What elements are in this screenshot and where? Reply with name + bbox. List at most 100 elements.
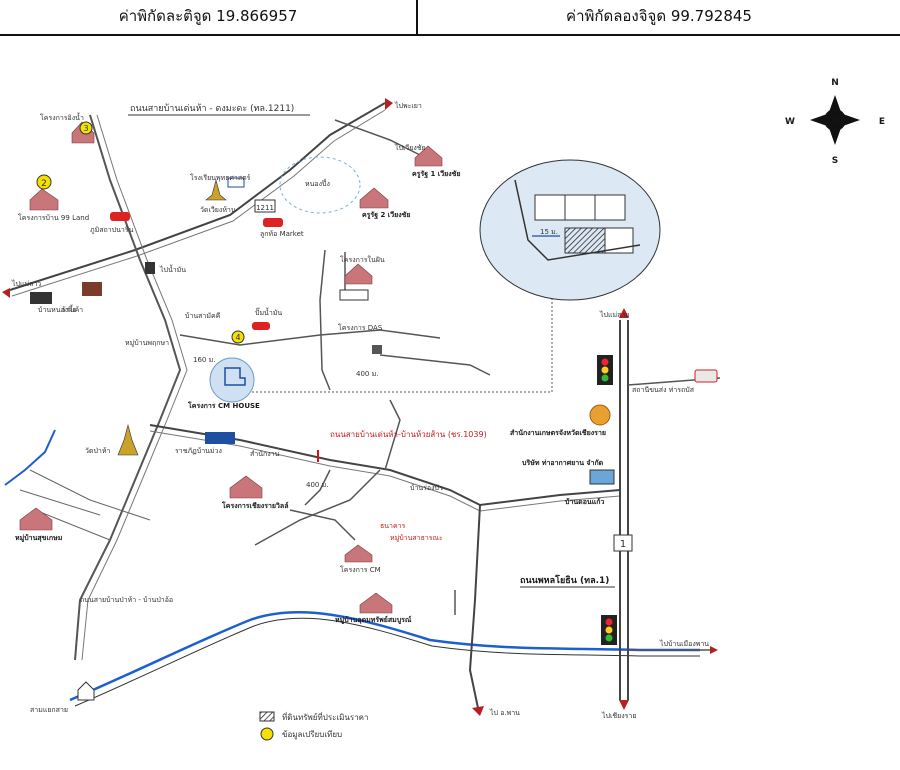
inset-distance: 15 ม.: [540, 228, 558, 236]
river: [69, 610, 700, 702]
fuel-icon: [145, 262, 155, 274]
road-1039-label: ถนนสายบ้านเด่นห้า-บ้านห้วยส้าน (ชร.1039): [330, 430, 487, 439]
car-icon-1: [110, 212, 130, 221]
road-south-phan: [468, 504, 481, 709]
place-p4: ลูกท้อ Market: [260, 230, 304, 238]
road-local-i: [19, 469, 151, 541]
bus-icon: [694, 369, 718, 383]
road-local-e: [254, 469, 381, 546]
road-wiang: [334, 119, 421, 156]
place-p30: สถานีขนส่ง ท่ารถบัส: [632, 386, 695, 394]
road-local-a: [179, 329, 441, 346]
to-wiang-label: ไปเวียงชัย: [394, 143, 426, 152]
landmark-marker-3: [79, 121, 93, 135]
landmark-marker-2: [36, 174, 52, 190]
place-p6: วัดเวียงห้าน: [200, 206, 236, 214]
road-1211: [9, 102, 386, 291]
place-p25: สำนักงานเกษตรจังหวัดเชียงราย: [510, 429, 606, 437]
place-p1: โครงการอิงน้ำ: [40, 111, 84, 122]
place-p31: ธนาคาร: [380, 522, 406, 530]
legend-landmark-swatch: [260, 727, 274, 741]
building-icon: [589, 469, 615, 485]
arrow-east: [710, 646, 718, 654]
road-1211-edge: [11, 109, 386, 297]
agency-seal-icon: [589, 404, 611, 426]
road-local-j: [384, 399, 401, 471]
road-main-west: [74, 114, 182, 661]
arrow-south: [619, 700, 629, 710]
location-map: 1 15 ม. N S: [2, 78, 885, 741]
place-p29: บ้านหนองผึ้ง: [38, 303, 76, 314]
place-p12: ราชภัฏบ้านม่วง: [175, 447, 222, 455]
car-icon-2: [263, 218, 283, 227]
compass-rose: N S E W: [785, 78, 885, 166]
leader-line: [232, 298, 553, 393]
to-phan-label: ไป อ.พาน: [489, 708, 520, 717]
house-icon-p20: [359, 187, 389, 209]
church-icon: [77, 681, 95, 701]
inset-road: [514, 179, 641, 261]
place-p28: บ้านร่องบัว: [410, 484, 443, 492]
road-local-d: [379, 354, 491, 376]
compass-n: N: [831, 78, 839, 88]
road-main-west-edge: [81, 114, 188, 661]
inset-plots: [534, 194, 634, 254]
shop-icon: [30, 292, 52, 304]
place-p33: ร้านค้า: [62, 306, 83, 314]
temple-icon-mid: [117, 423, 139, 456]
place-p19: ครูรัฐ 1 เวียงชัย: [412, 170, 461, 179]
place-p26: บริษัท ท่าอากาศยาน จำกัด: [522, 459, 604, 467]
route-1211-label: 1211: [256, 204, 274, 212]
place-p18: หนองปึ๋ง: [305, 179, 330, 188]
marker-4-label: 4: [235, 333, 240, 342]
place-p16: โครงการ DAS: [338, 323, 383, 332]
marker-3-label: 3: [83, 124, 88, 133]
house-icon-p15: [19, 507, 53, 531]
legend-plot-swatch: [259, 711, 275, 722]
factory-icon: [339, 289, 369, 301]
place-p34: ปั๊มน้ำมัน: [255, 306, 282, 317]
marker-2-label: 2: [41, 179, 47, 189]
place-p10: โครงการ CM HOUSE: [187, 401, 260, 410]
to-east-label: ไปบ้านเมืองพาน: [659, 639, 709, 648]
traffic-light-south: [601, 615, 617, 645]
pavilion-icon: [82, 282, 102, 296]
arrow-phan: [472, 706, 484, 716]
house-icon-p19: [414, 145, 443, 167]
house-icon-p2: [29, 188, 59, 211]
route-1-shield: [613, 534, 633, 552]
place-p22: ถนนสายบ้านป่าห้า - บ้านป่าอ้อ: [80, 596, 173, 604]
legend-landmark-label: ข้อมูลเปรียบเทียบ: [282, 730, 342, 740]
place-p24: หมู่บ้านอุดมทรัพย์สมบูรณ์: [335, 615, 412, 625]
route-1211-shield: [254, 199, 276, 213]
place-p23: สามแยกสาย: [30, 706, 68, 714]
gas-station-icon: [227, 177, 245, 188]
road-1039: [149, 424, 621, 507]
car-icon-3: [252, 322, 270, 330]
place-p8: บ้านสามัคคี: [185, 312, 221, 320]
house-icon-p17: [344, 544, 373, 563]
road-1039-edge: [149, 430, 621, 512]
to-maelao-label: ไปแม่ลาว: [11, 279, 41, 288]
compass-e: E: [879, 117, 885, 127]
place-p11: วัดป่าห้า: [85, 447, 110, 455]
latitude-label: ค่าพิกัดละติจูด 19.866957: [118, 7, 298, 25]
compass-s: S: [832, 156, 838, 166]
distance-2: 400 ม.: [306, 481, 328, 489]
river-bank: [74, 617, 700, 707]
route-1-label: 1: [620, 539, 626, 550]
factory-icon-2: [372, 345, 382, 354]
to-north-label: ไปแม่สาย: [599, 310, 629, 319]
bank-icon: [205, 432, 235, 444]
coordinate-header: ค่าพิกัดละติจูด 19.866957 ค่าพิกัดลองจิจ…: [0, 0, 900, 36]
distance-1: 160 ม.: [193, 356, 215, 364]
place-p20: ครูรัฐ 2 เวียงชัย: [362, 211, 411, 220]
road-top-label: ถนนสายบ้านเด่นห้า - ดงมะดะ (ทล.1211): [130, 103, 294, 114]
distance-3: 400 ม.: [356, 370, 378, 378]
longitude-label: ค่าพิกัดลองจิจูด 99.792845: [566, 7, 752, 25]
place-p13: สำนักงาน: [250, 450, 280, 458]
place-p7: ไปน้ำมัน: [159, 263, 186, 274]
place-p14: โครงการเชียงรายวิลล์: [221, 501, 289, 510]
arrow-north: [619, 308, 629, 318]
place-p32: หมู่บ้านสาธารณะ: [390, 534, 443, 542]
